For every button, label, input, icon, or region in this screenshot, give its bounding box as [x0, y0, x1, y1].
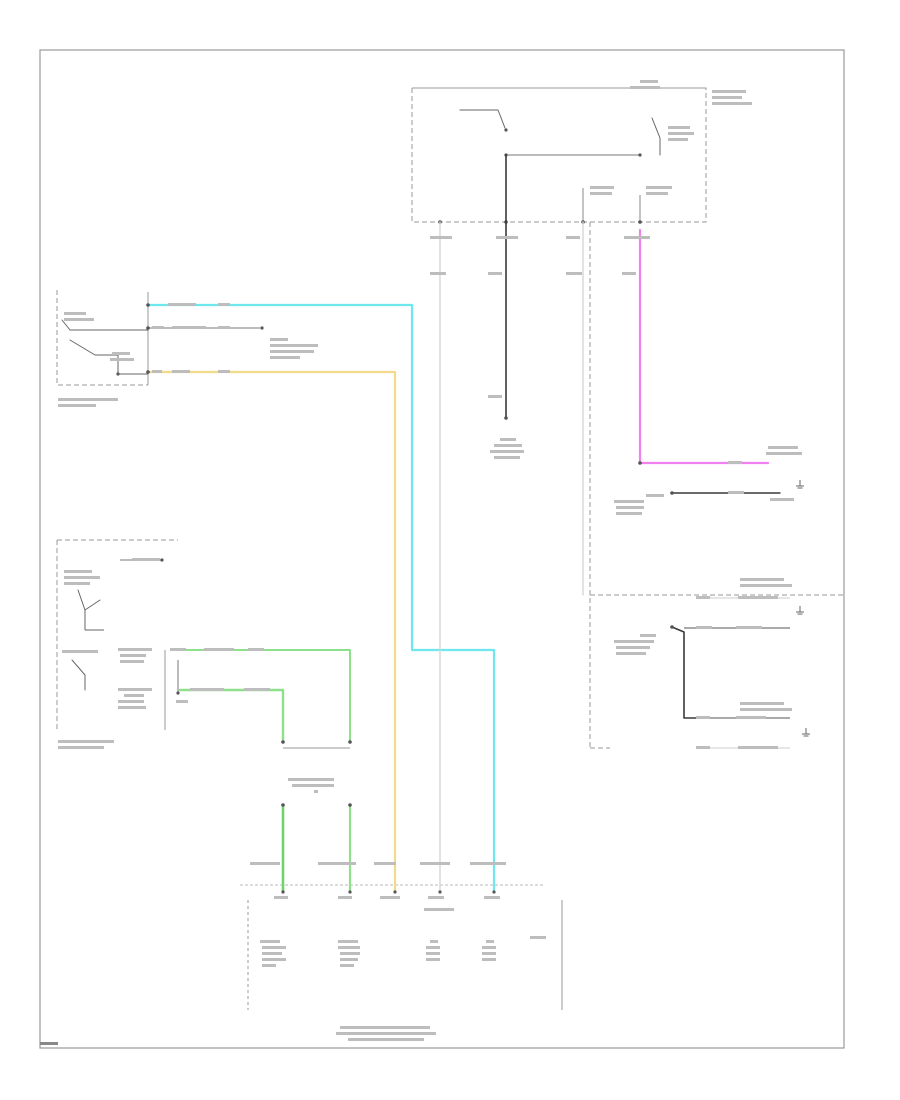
- connector-pin-icon: [670, 625, 674, 629]
- switch-icon: [651, 117, 661, 156]
- ground-icon: [796, 480, 804, 489]
- connector-dots: [146, 303, 674, 894]
- connector-pin-icon: [504, 416, 508, 420]
- right-side-module: [589, 222, 844, 749]
- switch-icon: [61, 319, 149, 331]
- connector-pin-icon: [281, 803, 285, 807]
- connector-pin-icon: [146, 370, 150, 374]
- ground-icon: [796, 606, 804, 615]
- connector-pin-icon: [146, 303, 150, 307]
- connector-pin-icon: [348, 890, 352, 894]
- connector-pin-icon: [492, 890, 496, 894]
- wire-green-outer: [177, 649, 351, 743]
- top-module: [411, 87, 707, 224]
- wire-pink: [638, 228, 770, 465]
- connector-pin-icon: [670, 491, 674, 495]
- connector-pin-icon: [348, 803, 352, 807]
- connector-pin-icon: [281, 890, 285, 894]
- connector-pin-icon: [348, 740, 352, 744]
- connector-pin-icon: [638, 461, 642, 465]
- switch-icon: [459, 109, 506, 129]
- connector-pin-icon: [638, 220, 642, 224]
- wire-black-lower-right: [671, 626, 701, 719]
- connector-pin-icon: [146, 326, 150, 330]
- left-top-switch-module: [56, 290, 264, 386]
- connector-pin-icon: [393, 890, 397, 894]
- stamp-mark: [40, 1042, 58, 1045]
- diagram-frame: [39, 49, 845, 1049]
- illegible-labels: [58, 80, 802, 1041]
- wire-tan: [146, 370, 397, 894]
- wire-light-blue: [146, 303, 496, 894]
- connector-pin-icon: [438, 890, 442, 894]
- left-bottom-switch-module: [56, 539, 180, 730]
- connector-pin-icon: [281, 740, 285, 744]
- wire-green-inner: [178, 688, 285, 744]
- switch-icon: [77, 589, 101, 611]
- ground-icon: [802, 728, 810, 737]
